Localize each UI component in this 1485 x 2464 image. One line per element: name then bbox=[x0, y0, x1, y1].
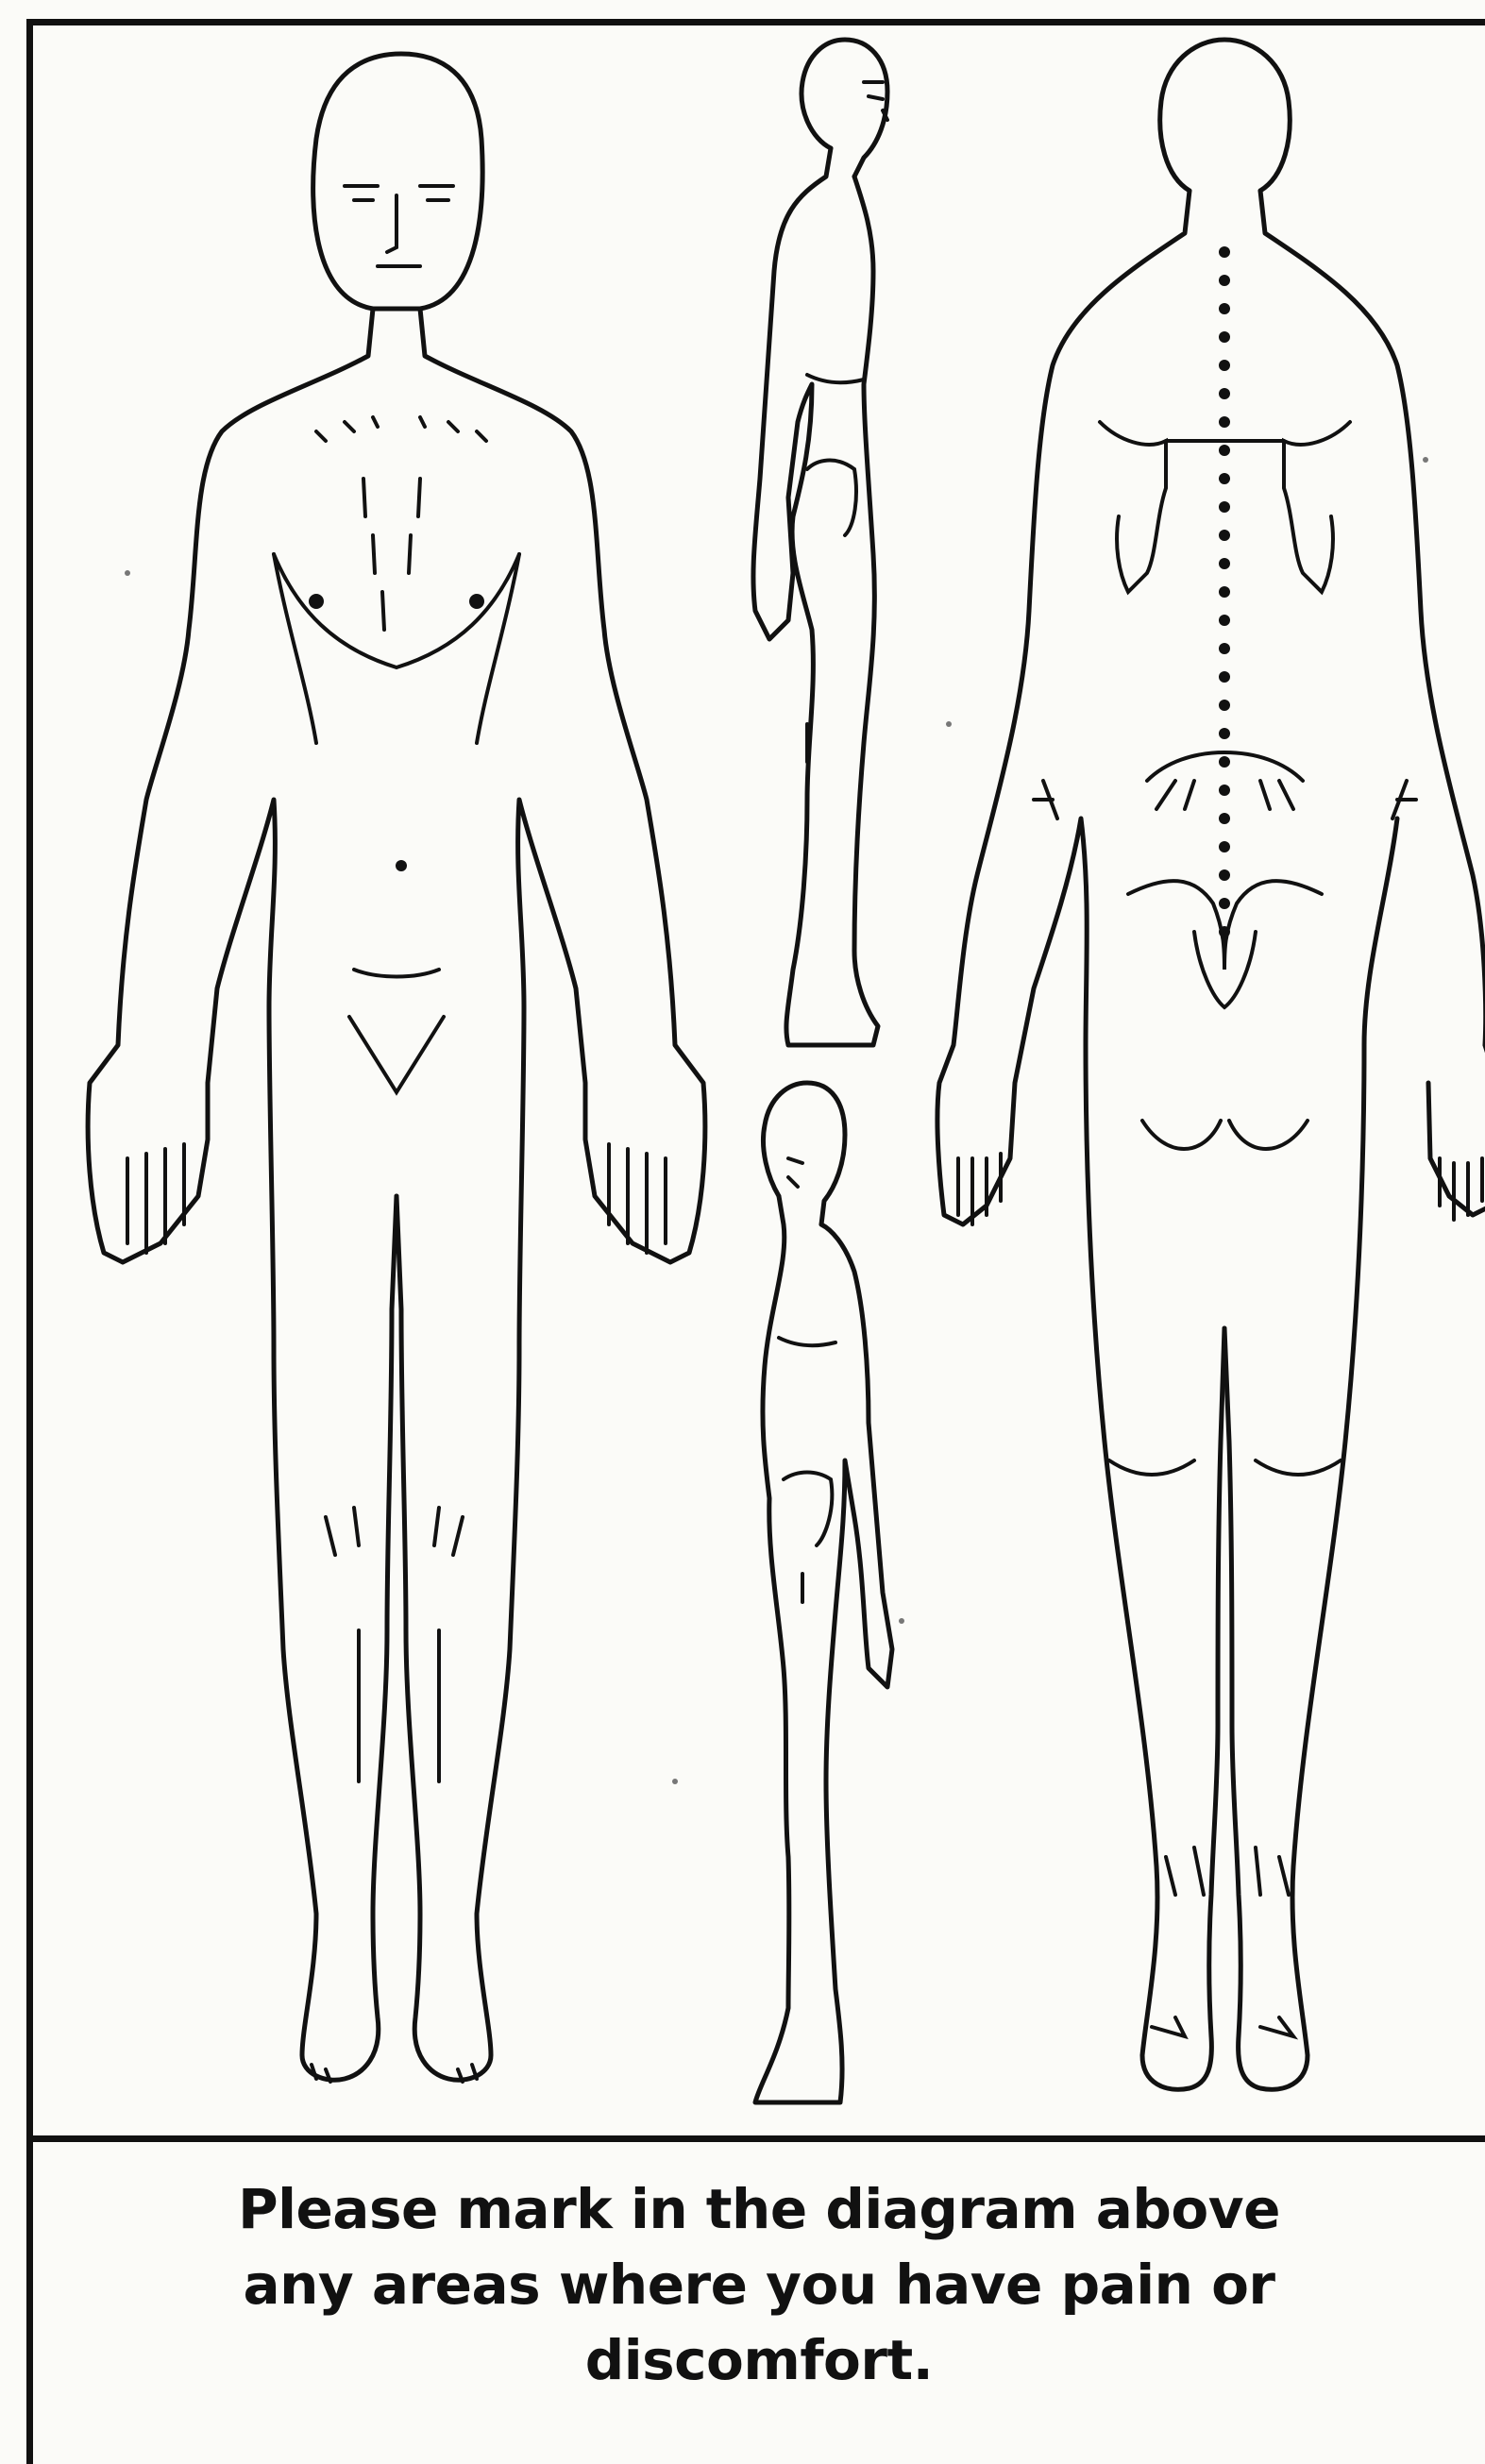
side-view-figure-bottom[interactable] bbox=[755, 1083, 892, 2102]
caption-line-1: Please mark in the diagram above bbox=[33, 2171, 1485, 2247]
instruction-caption: Please mark in the diagram above any are… bbox=[33, 2171, 1485, 2398]
caption-divider bbox=[26, 2135, 1485, 2142]
back-view-figure[interactable] bbox=[937, 40, 1485, 2089]
front-view-figure[interactable] bbox=[88, 54, 705, 2082]
caption-line-2: any areas where you have pain or bbox=[33, 2247, 1485, 2322]
body-diagram[interactable] bbox=[33, 25, 1485, 2140]
caption-line-3: discomfort. bbox=[33, 2322, 1485, 2398]
side-view-figure-top[interactable] bbox=[753, 40, 887, 1045]
